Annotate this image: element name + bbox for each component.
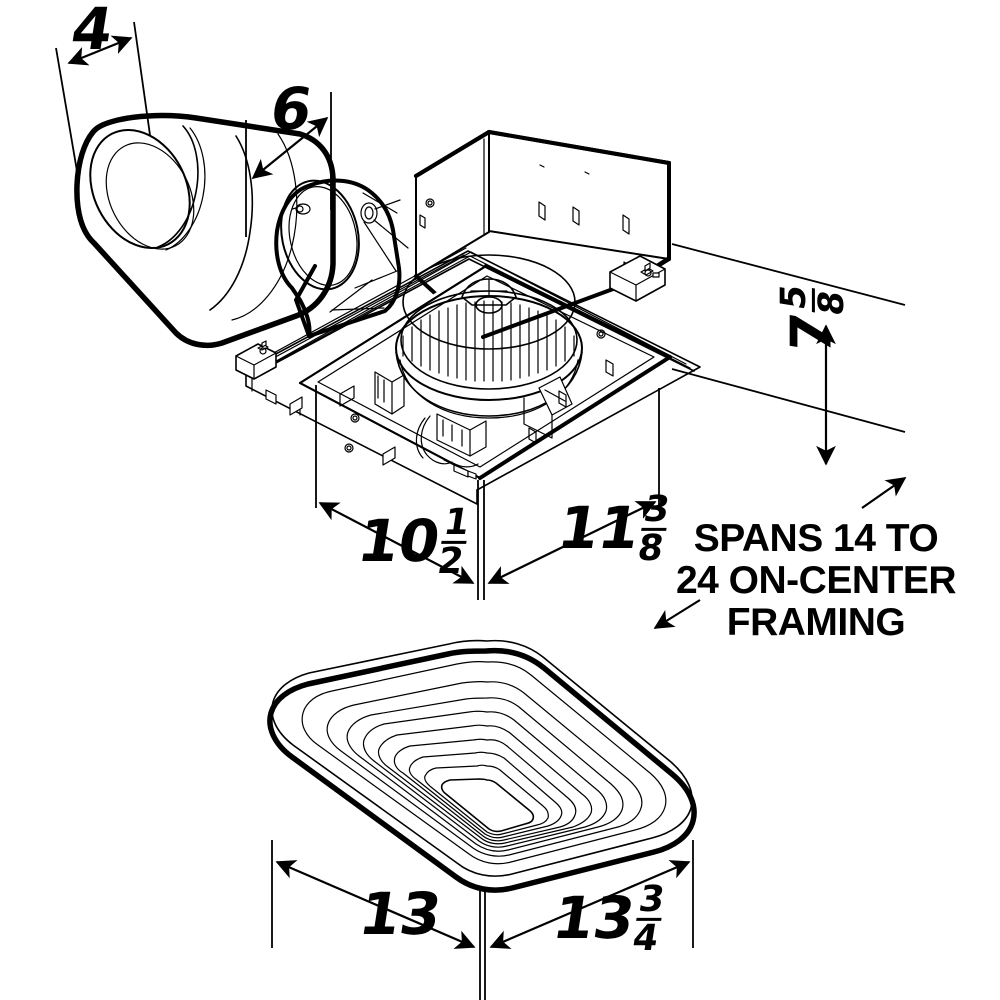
part-grille [267, 639, 697, 893]
housing-internal-details [339, 329, 614, 468]
dimension-duct-outlet [55, 21, 151, 178]
dimension-housing-width [315, 385, 479, 600]
note-framing-line1: SPANS 14 TO [693, 517, 939, 560]
blower-blades [402, 300, 575, 382]
note-framing: SPANS 14 TO 24 ON-CENTER FRAMING [666, 517, 966, 645]
dimension-housing-depth [671, 243, 906, 466]
blower-hub [461, 278, 517, 314]
grille-outer-bold [267, 647, 697, 893]
mounting-rails [243, 247, 701, 505]
grille-outer-thin [271, 639, 693, 877]
dimension-grille-length [484, 840, 694, 1000]
dimension-housing-length [483, 388, 660, 600]
housing-knockouts [538, 164, 631, 281]
part-duct-collar-elbow [274, 178, 409, 338]
collar-screw-boss [360, 199, 409, 272]
part-fan-housing [235, 130, 701, 505]
mounting-bracket-right [609, 255, 666, 302]
mounting-bracket-left [235, 340, 277, 380]
grille-louvers [301, 661, 667, 865]
duct-collar-ellipse [280, 179, 360, 291]
rail-screw [443, 459, 477, 480]
note-framing-line3: FRAMING [726, 601, 906, 645]
note-framing-line2: 24 ON-CENTER [675, 559, 957, 603]
part-duct-reducer [74, 112, 336, 348]
part-blower-wheel [395, 254, 583, 419]
dim-label-grille-width: 13 [354, 880, 447, 948]
dimension-grille-width [271, 840, 481, 1000]
duct-outlet-ellipse [89, 128, 191, 250]
note-leader-framing [653, 477, 907, 629]
